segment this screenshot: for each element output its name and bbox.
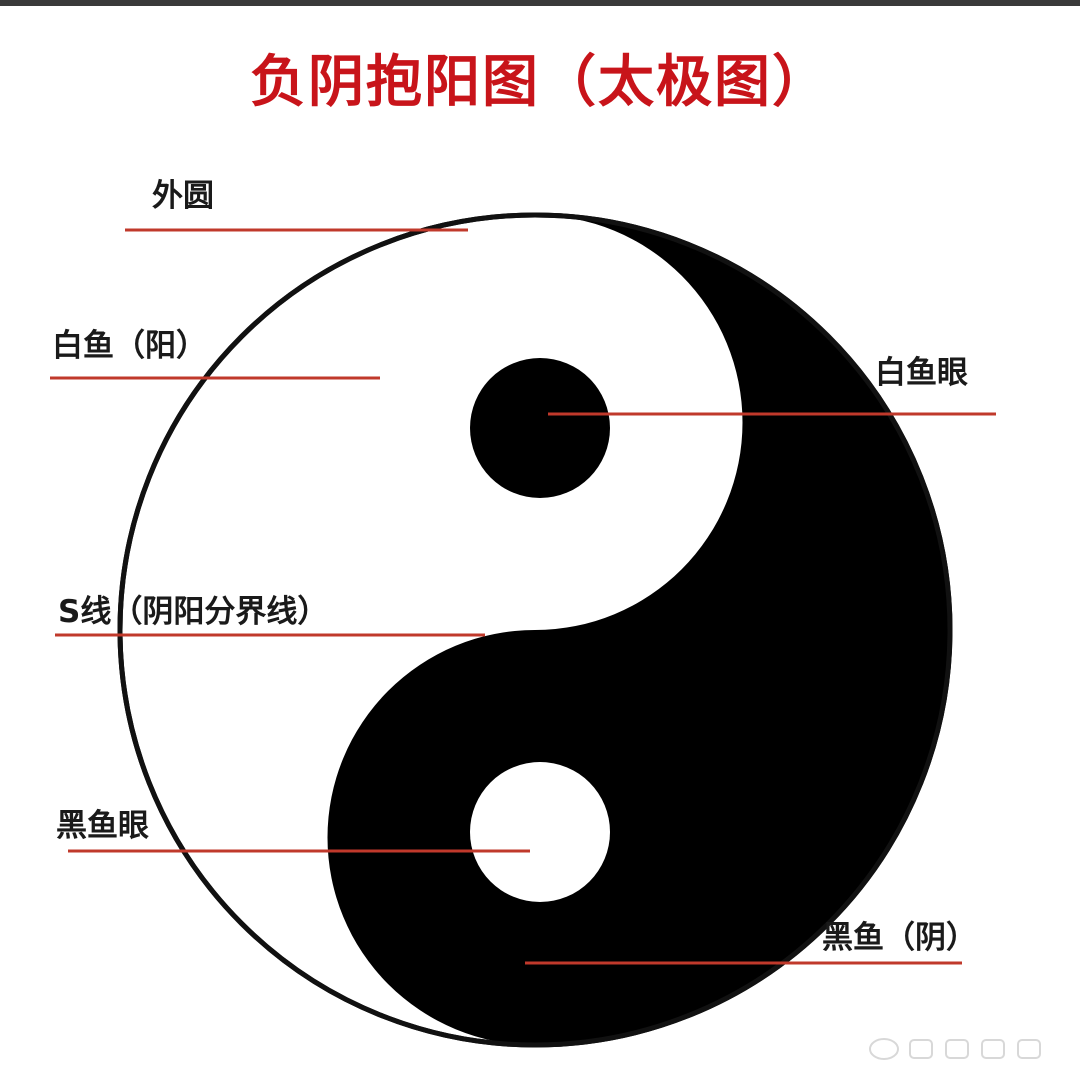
white-fish-eye: [470, 358, 610, 498]
label-black-fish-eye: 黑鱼眼: [56, 808, 149, 844]
diagram-title: 负阴抱阳图（太极图）: [250, 49, 830, 115]
label-s-line: S线（阴阳分界线）: [58, 594, 329, 630]
label-outer-circle: 外圆: [152, 178, 214, 214]
top-border-bar: [0, 0, 1080, 6]
label-white-fish-eye: 白鱼眼: [875, 355, 968, 391]
black-fish-eye: [470, 762, 610, 902]
watermark-icon: [869, 1038, 1041, 1060]
label-black-fish: 黑鱼（阴）: [822, 920, 977, 956]
label-white-fish: 白鱼（阳）: [52, 328, 207, 364]
outer-circle-outline: [117, 212, 953, 1048]
